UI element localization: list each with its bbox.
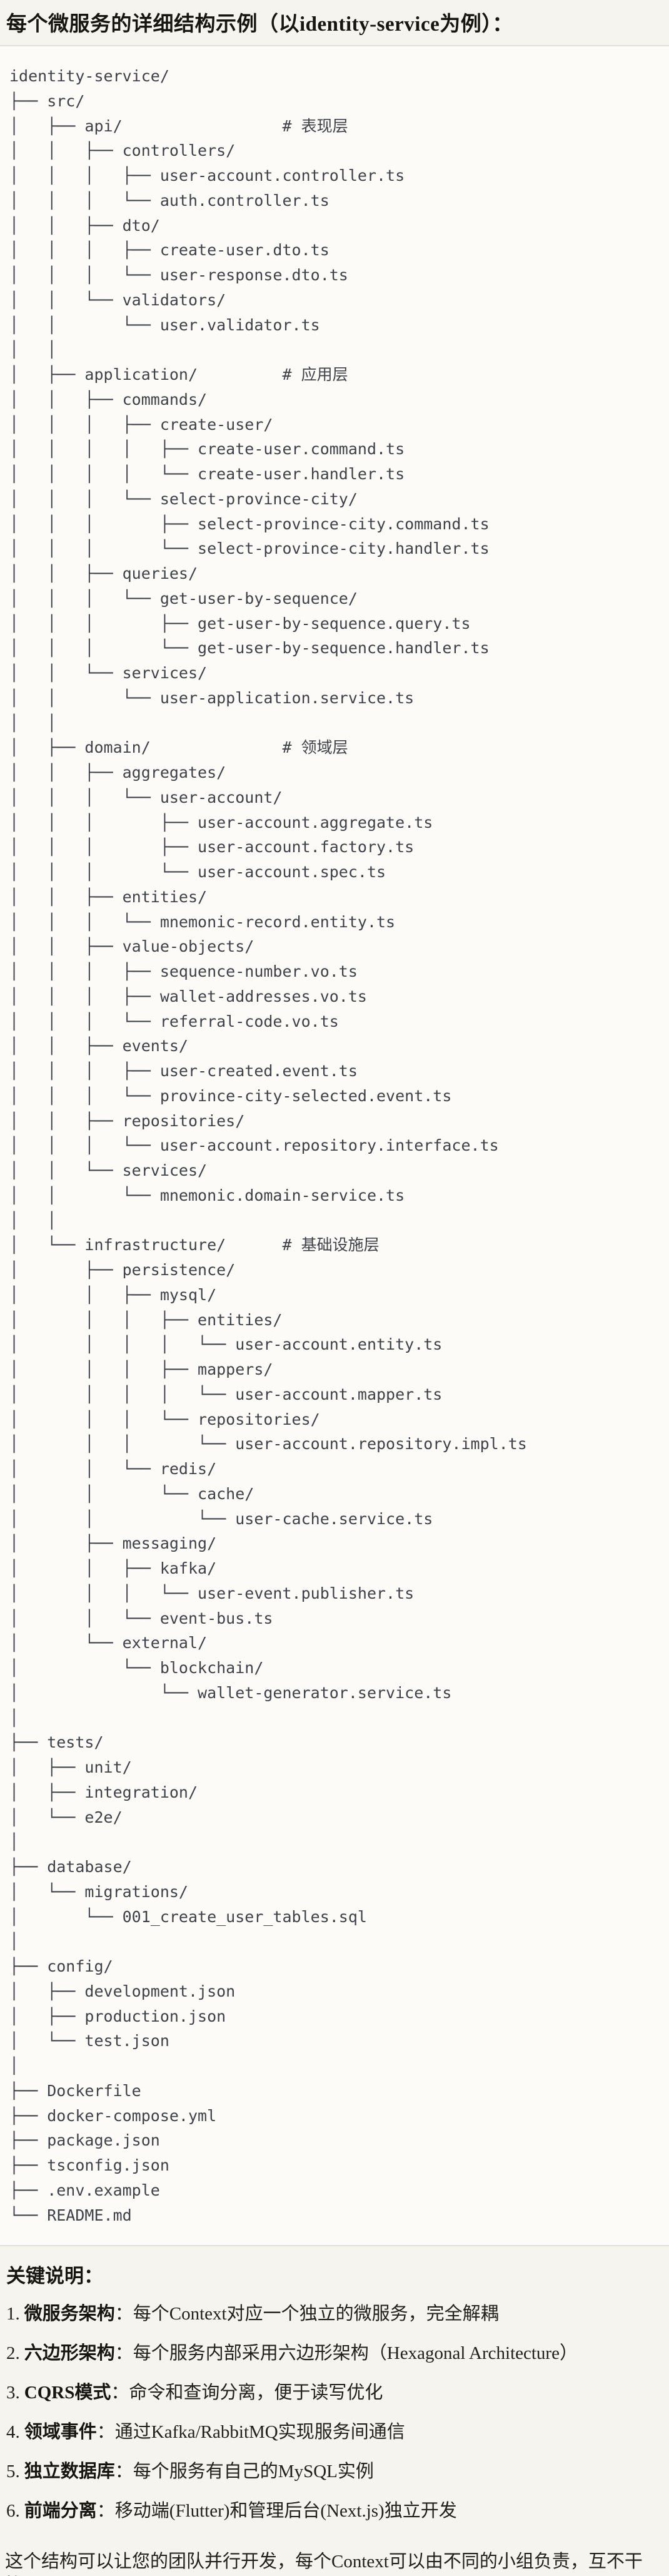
note-item-number: 1. xyxy=(6,2304,20,2324)
note-item-description: 每个服务内部采用六边形架构（Hexagonal Architecture） xyxy=(133,2343,578,2364)
code-block: identity-service/ ├── src/ │ ├── api/ # … xyxy=(0,45,669,2247)
closing-paragraph: 这个结构可以让您的团队并行开发，每个Context可以由不同的小组负责，互不干扰… xyxy=(5,2552,643,2576)
note-item-description: 通过Kafka/RabbitMQ实现服务间通信 xyxy=(114,2422,405,2443)
note-item-term: 领域事件 xyxy=(24,2422,97,2443)
note-item: 4.领域事件：通过Kafka/RabbitMQ实现服务间通信 xyxy=(6,2421,664,2443)
note-item-number: 5. xyxy=(6,2461,20,2482)
note-item: 2.六边形架构：每个服务内部采用六边形架构（Hexagonal Architec… xyxy=(6,2342,664,2365)
note-item-separator: ： xyxy=(114,2304,133,2324)
note-item-description: 移动端(Flutter)和管理后台(Next.js)独立开发 xyxy=(114,2501,457,2522)
file-tree: identity-service/ ├── src/ │ ├── api/ # … xyxy=(9,67,527,2224)
note-item-separator: ： xyxy=(111,2383,129,2403)
note-item-term: 微服务架构 xyxy=(24,2304,115,2324)
note-item: 3.CQRS模式：命令和查询分离，便于读写优化 xyxy=(6,2381,664,2404)
note-item-term: 独立数据库 xyxy=(24,2461,115,2482)
note-item-number: 4. xyxy=(6,2422,20,2443)
note-item-description: 命令和查询分离，便于读写优化 xyxy=(129,2383,383,2403)
note-item-separator: ： xyxy=(96,2501,115,2522)
note-item-number: 2. xyxy=(6,2343,20,2364)
note-item-description: 每个Context对应一个独立的微服务，完全解耦 xyxy=(133,2304,499,2324)
note-item-term: CQRS模式 xyxy=(24,2383,111,2403)
note-item-term: 六边形架构 xyxy=(24,2343,115,2364)
note-item-number: 3. xyxy=(6,2383,20,2403)
note-item-separator: ： xyxy=(114,2343,133,2364)
note-item-number: 6. xyxy=(6,2501,20,2522)
note-item-term: 前端分离 xyxy=(24,2501,97,2522)
note-item-description: 每个服务有自己的MySQL实例 xyxy=(133,2461,374,2482)
note-item-separator: ： xyxy=(114,2461,133,2482)
page-title: 每个微服务的详细结构示例（以identity-service为例）： xyxy=(6,13,513,36)
note-item-separator: ： xyxy=(96,2422,115,2443)
notes-heading: 关键说明： xyxy=(6,2265,103,2288)
note-item: 1.微服务架构：每个Context对应一个独立的微服务，完全解耦 xyxy=(6,2303,664,2325)
note-item: 5.独立数据库：每个服务有自己的MySQL实例 xyxy=(6,2460,664,2483)
note-item: 6.前端分离：移动端(Flutter)和管理后台(Next.js)独立开发 xyxy=(6,2500,664,2522)
